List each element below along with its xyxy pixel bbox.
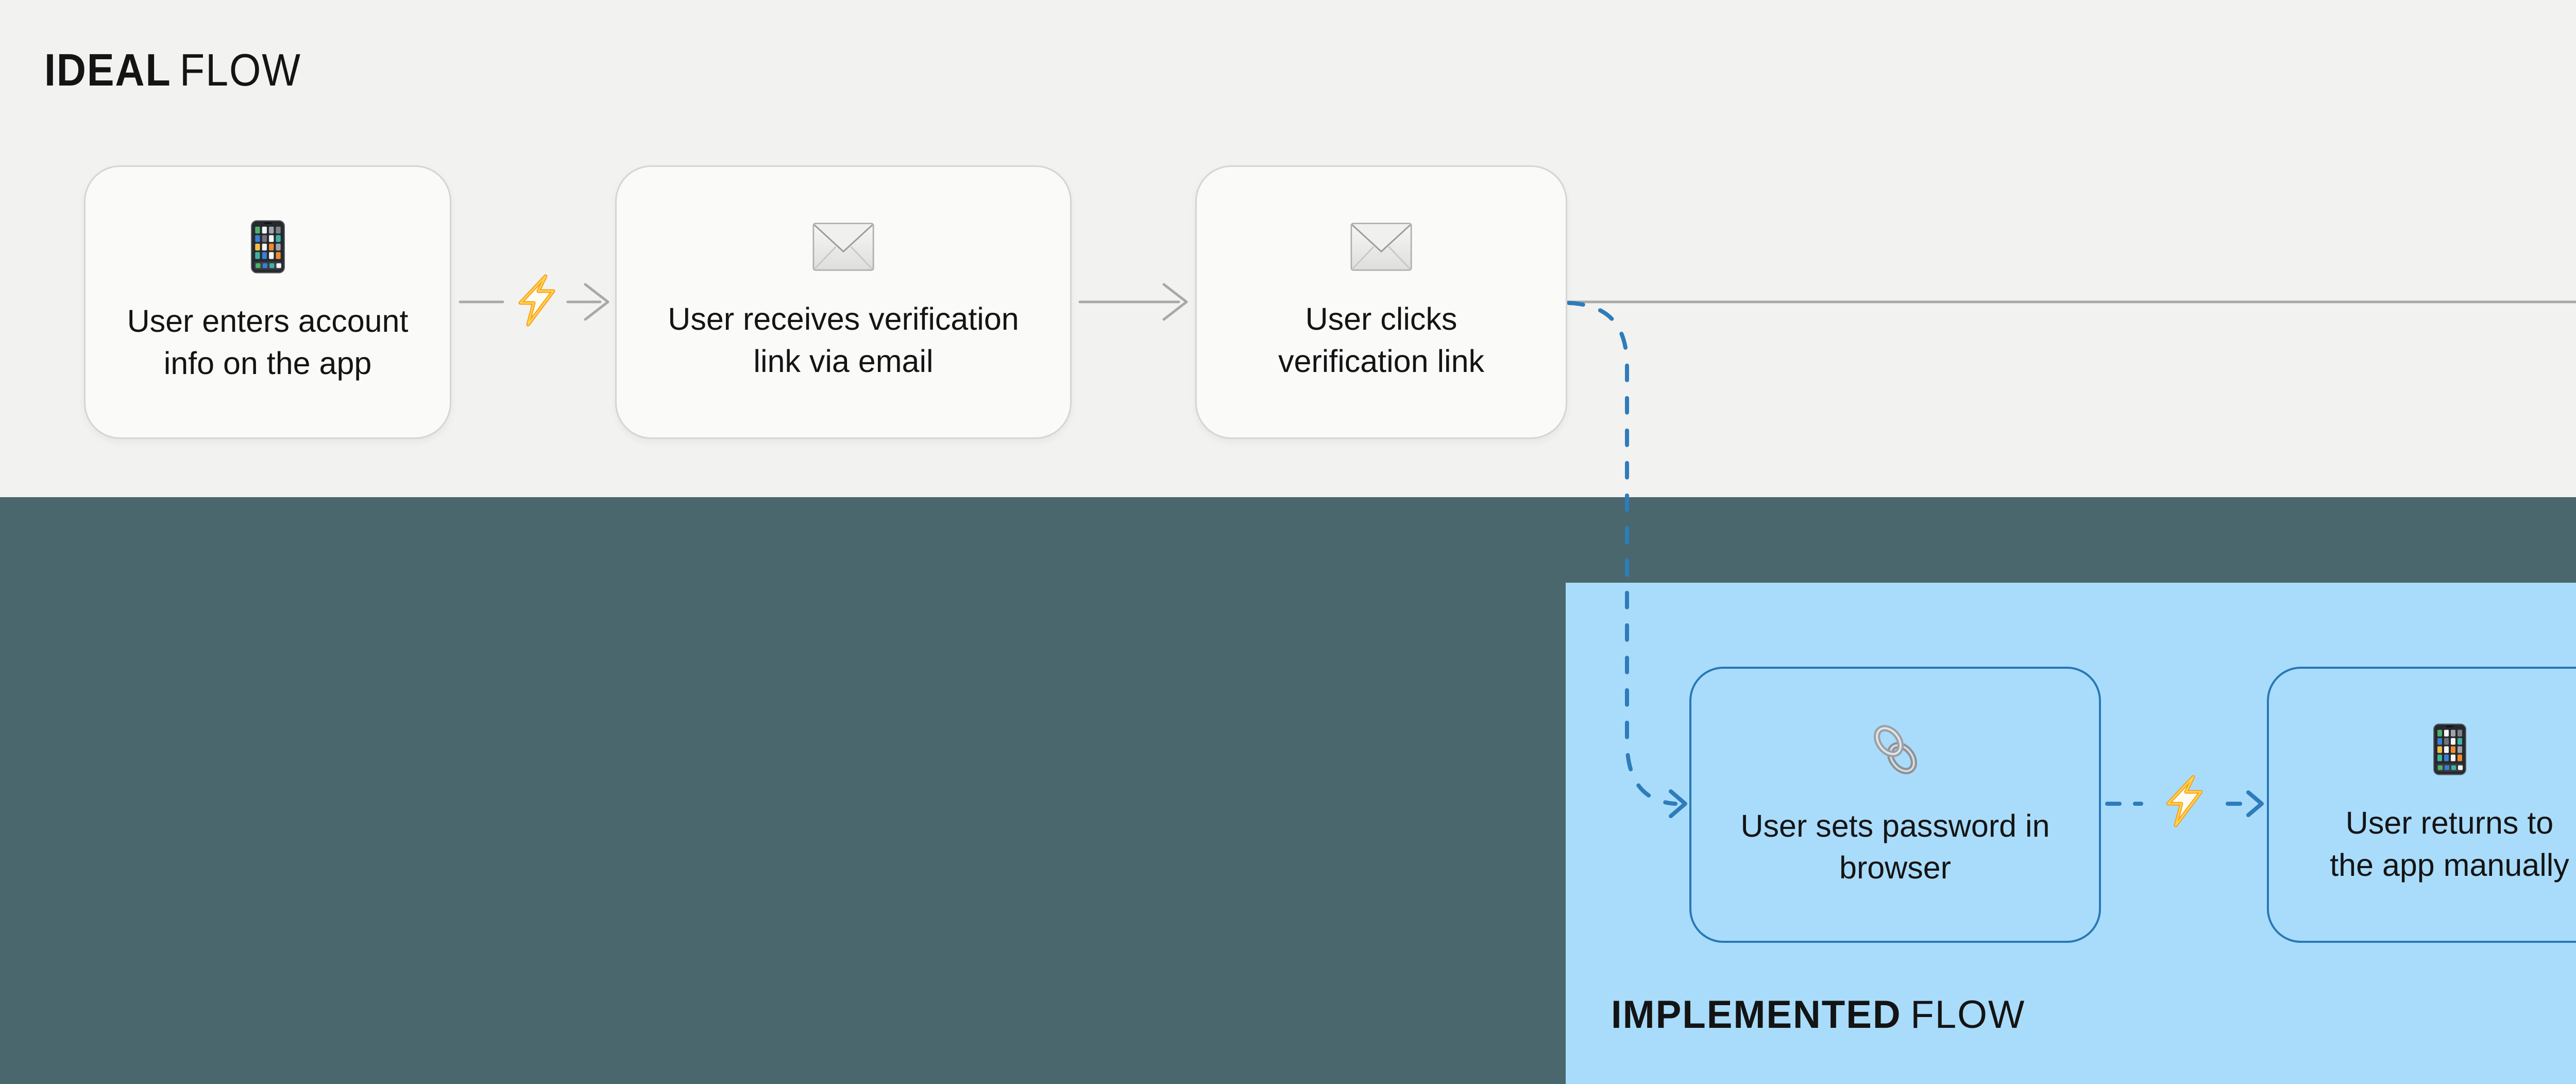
- title-light: FLOW: [179, 44, 301, 95]
- ideal-step-card-2: User receives verification link via emai…: [615, 165, 1072, 439]
- step-label: User returns to the app manually: [2330, 805, 2569, 883]
- step-label: User enters account info on the app: [127, 303, 409, 381]
- dashed-blue-paths: [1567, 301, 2264, 818]
- link-icon: [1873, 725, 1917, 774]
- mobile-phone-icon: [2433, 723, 2466, 775]
- implemented-step-card-1: User sets password in browser: [1689, 667, 2101, 943]
- lightning-bolt-icon: [518, 274, 555, 327]
- title-bold: IMPLEMENTED: [1611, 993, 1902, 1037]
- ideal-step-card-1: User enters account info on the app: [84, 165, 451, 439]
- arrowhead-icon: [2246, 790, 2264, 817]
- arrowhead-icon: [1669, 789, 1687, 818]
- gray-connector-lines: [459, 283, 2576, 321]
- implemented-flow-panel: [1566, 583, 2576, 1084]
- step-label: User clicks verification link: [1278, 301, 1485, 379]
- step-label: User sets password in browser: [1740, 808, 2050, 885]
- title-bold: IDEAL: [44, 44, 172, 95]
- ideal-step-card-3: User clicks verification link: [1195, 165, 1567, 439]
- envelope-icon: [812, 223, 874, 271]
- step-label: User receives verification link via emai…: [668, 301, 1019, 379]
- envelope-icon: [1350, 223, 1412, 271]
- lightning-bolt-icon: [2166, 775, 2203, 827]
- title-light: FLOW: [1910, 993, 2026, 1037]
- implemented-step-card-2: User returns to the app manually: [2267, 667, 2576, 943]
- mobile-phone-icon: [250, 220, 285, 274]
